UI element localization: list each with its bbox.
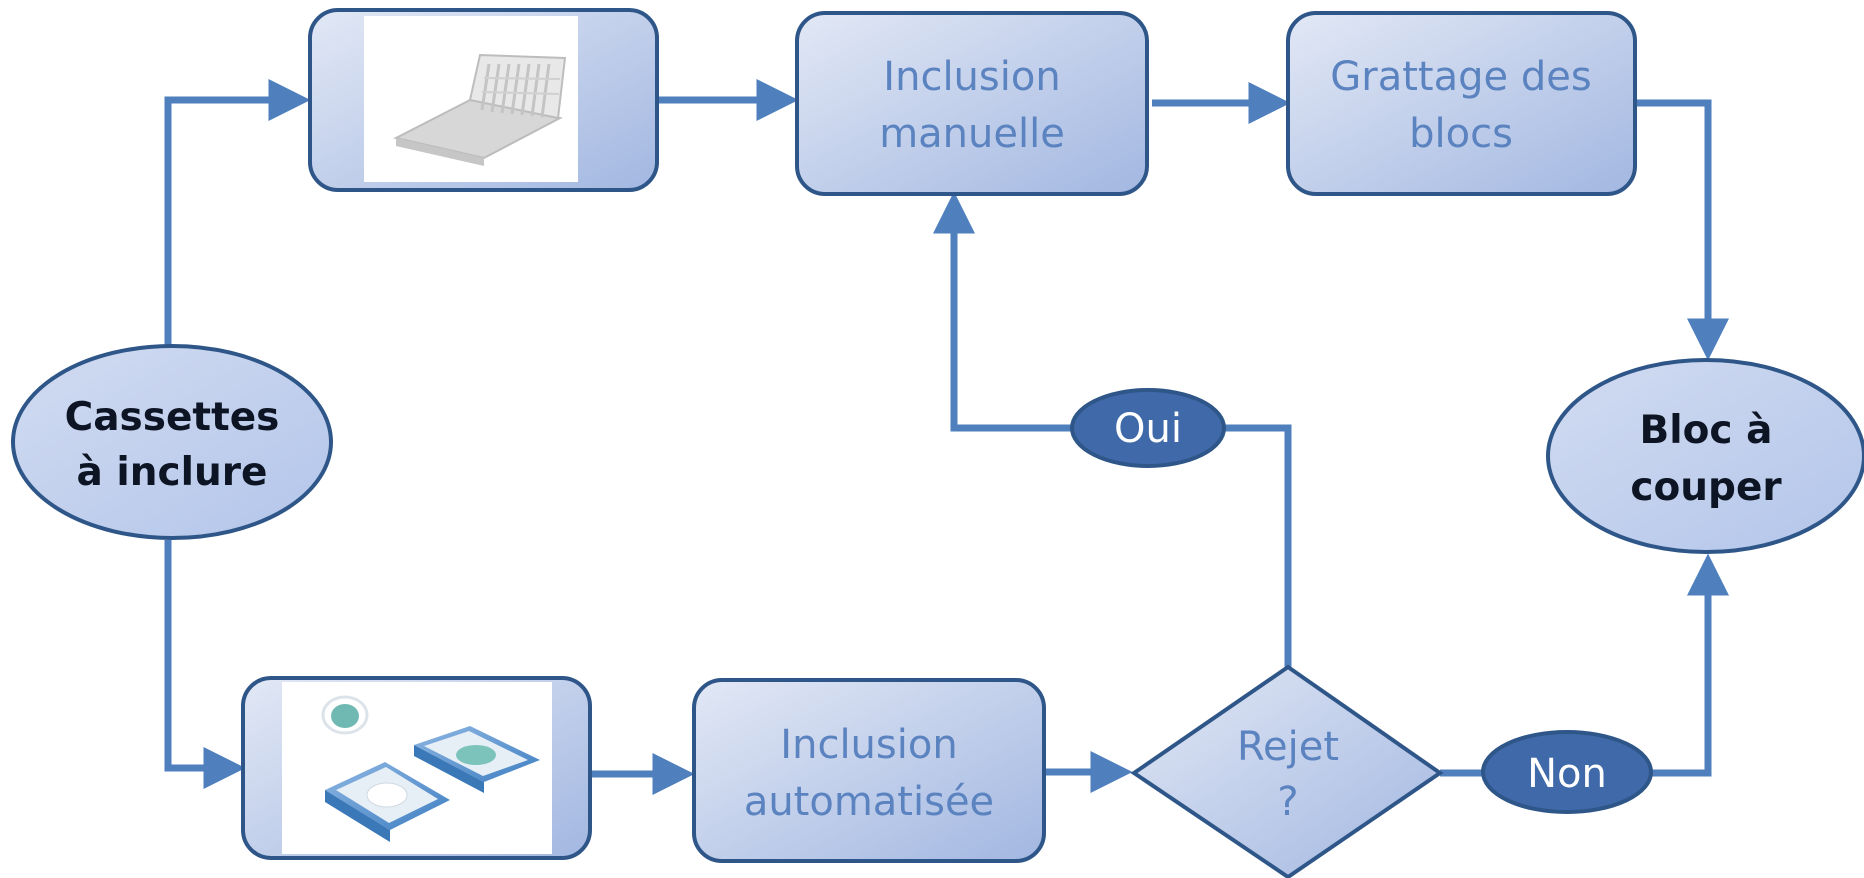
node-inclusion-manuelle: Inclusion manuelle xyxy=(795,11,1149,196)
inclusion-manuelle-line2: manuelle xyxy=(879,111,1065,157)
node-cassettes-a-inclure: Cassettes à inclure xyxy=(11,344,333,540)
node-inclusion-automatisee: Inclusion automatisée xyxy=(692,678,1046,863)
node-grattage-des-blocs: Grattage des blocs xyxy=(1286,11,1637,196)
connector-cassettes-to-top-image xyxy=(164,79,311,345)
inclusion-auto-line2: automatisée xyxy=(744,779,994,825)
cassettes-with-sponge-photo xyxy=(321,695,540,842)
connector-non-to-bloc xyxy=(1652,553,1729,777)
connector-oui-to-inclusion-manuelle xyxy=(933,191,1074,432)
cassettes-line2: à inclure xyxy=(77,450,268,495)
connector-rejet-to-oui xyxy=(1224,424,1292,667)
badge-non: Non xyxy=(1481,730,1653,814)
bloc-line2: couper xyxy=(1630,465,1782,510)
inclusion-manuelle-line1: Inclusion xyxy=(883,54,1060,100)
badge-oui: Oui xyxy=(1070,388,1226,468)
bloc-line1: Bloc à xyxy=(1640,408,1773,453)
inclusion-auto-line1: Inclusion xyxy=(780,722,957,768)
grattage-line2: blocs xyxy=(1409,111,1513,157)
decision-rejet: Rejet ? xyxy=(1130,664,1444,878)
bottom-image-box xyxy=(241,676,592,860)
grattage-line1: Grattage des xyxy=(1330,54,1591,100)
cassette-photo xyxy=(393,53,567,166)
rejet-line1: Rejet xyxy=(1237,724,1339,770)
connector-grattage-to-bloc xyxy=(1636,99,1729,361)
cassettes-line1: Cassettes xyxy=(65,395,280,440)
oui-label: Oui xyxy=(1114,406,1182,452)
connector-cassettes-to-bottom-image xyxy=(164,540,246,789)
top-image-box xyxy=(308,8,659,192)
rejet-line2: ? xyxy=(1277,779,1298,825)
non-label: Non xyxy=(1527,751,1607,797)
node-bloc-a-couper: Bloc à couper xyxy=(1546,358,1864,554)
